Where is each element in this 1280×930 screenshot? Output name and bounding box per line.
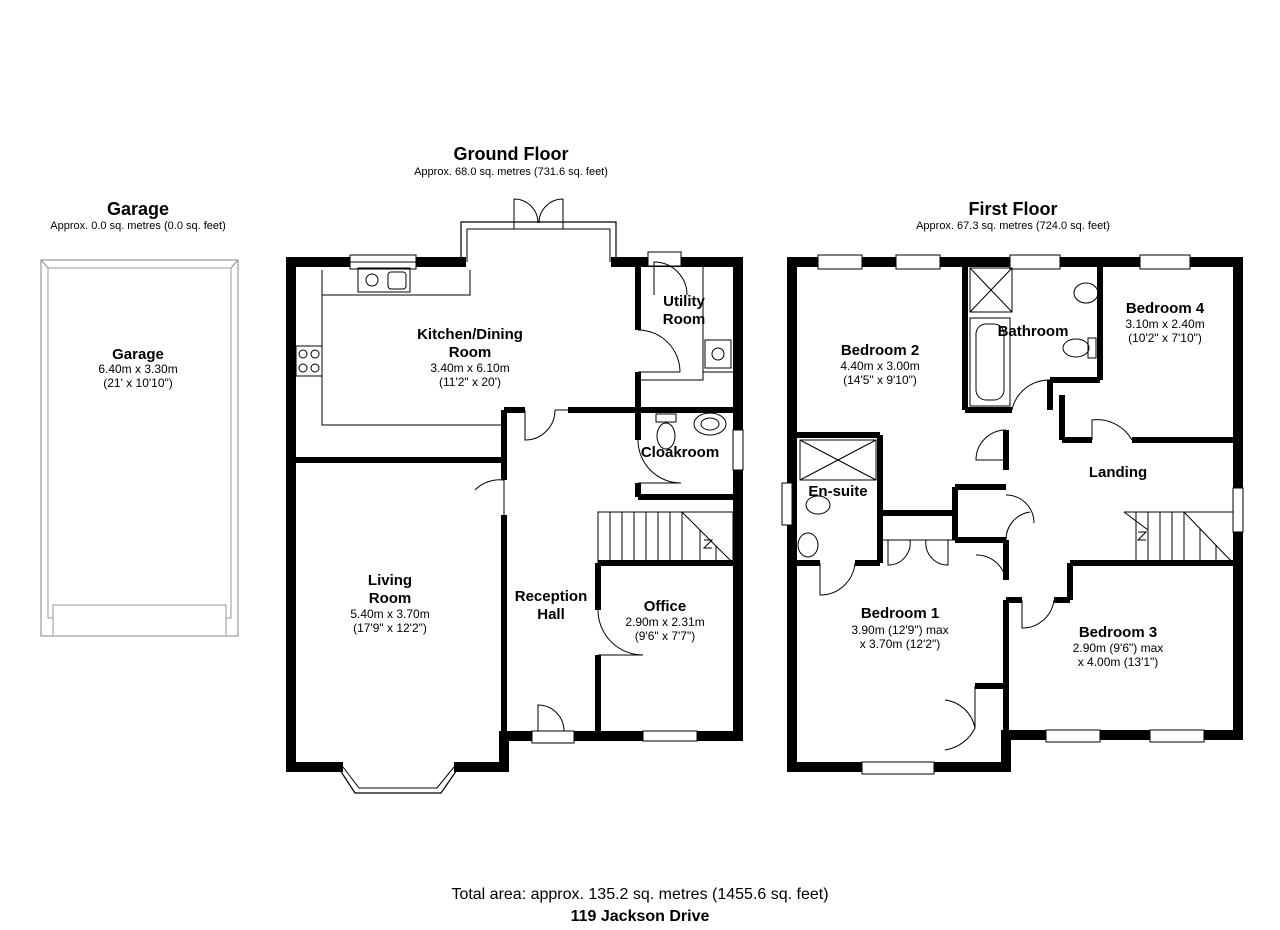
garage-plan [39,259,240,637]
reception-name-2: Hall [537,606,565,623]
bedroom4-name: Bedroom 4 [1125,300,1205,317]
bedroom1-name: Bedroom 1 [860,605,940,622]
property-address: 119 Jackson Drive [570,908,710,925]
garage-room-dim-ft: (21' x 10'10") [103,376,173,390]
kitchen-name-1: Kitchen/Dining [417,326,523,343]
ensuite-name: En-suite [808,483,868,500]
garage-room-dim-m: 6.40m x 3.30m [98,362,178,376]
bathroom-name: Bathroom [997,323,1069,340]
landing-name: Landing [1088,464,1148,481]
first-floor-plan [781,254,1244,775]
garage-area: Approx. 0.0 sq. metres (0.0 sq. feet) [50,220,226,232]
living-name-2: Room [368,590,412,607]
total-area: Total area: approx. 135.2 sq. metres (14… [451,886,829,903]
first-floor-area: Approx. 67.3 sq. metres (724.0 sq. feet) [916,220,1110,232]
bedroom3-dim-2: x 4.00m (13'1") [1077,655,1159,669]
bedroom2-dim-m: 4.40m x 3.00m [840,359,920,373]
office-dim-m: 2.90m x 2.31m [625,615,705,629]
bedroom1-dim-1: 3.90m (12'9") max [851,623,949,637]
ground-floor-area: Approx. 68.0 sq. metres (731.6 sq. feet) [414,166,608,178]
living-dim-ft: (17'9" x 12'2") [353,621,427,635]
garage-room-name: Garage [112,346,164,363]
bedroom3-name: Bedroom 3 [1078,624,1158,641]
bedroom4-dim-m: 3.10m x 2.40m [1125,317,1205,331]
office-dim-ft: (9'6" x 7'7") [634,629,696,643]
living-name-1: Living [367,572,413,589]
kitchen-dim-m: 3.40m x 6.10m [430,361,510,375]
bedroom1-dim-2: x 3.70m (12'2") [859,637,941,651]
bedroom2-name: Bedroom 2 [840,342,920,359]
bedroom3-dim-1: 2.90m (9'6") max [1072,641,1164,655]
office-name: Office [643,598,687,615]
living-dim-m: 5.40m x 3.70m [350,607,430,621]
kitchen-dim-ft: (11'2" x 20') [439,375,501,389]
garage-title: Garage [106,199,170,219]
utility-name-1: Utility [663,293,705,310]
reception-name-1: Reception [514,588,588,605]
ground-floor-title: Ground Floor [453,144,569,164]
utility-name-2: Room [662,311,706,328]
kitchen-name-2: Room [448,344,492,361]
bedroom2-dim-ft: (14'5" x 9'10") [843,373,917,387]
ground-floor-plan [286,198,744,794]
first-floor-title: First Floor [968,199,1058,219]
cloakroom-name: Cloakroom [640,444,720,461]
bedroom4-dim-ft: (10'2" x 7'10") [1128,331,1202,345]
